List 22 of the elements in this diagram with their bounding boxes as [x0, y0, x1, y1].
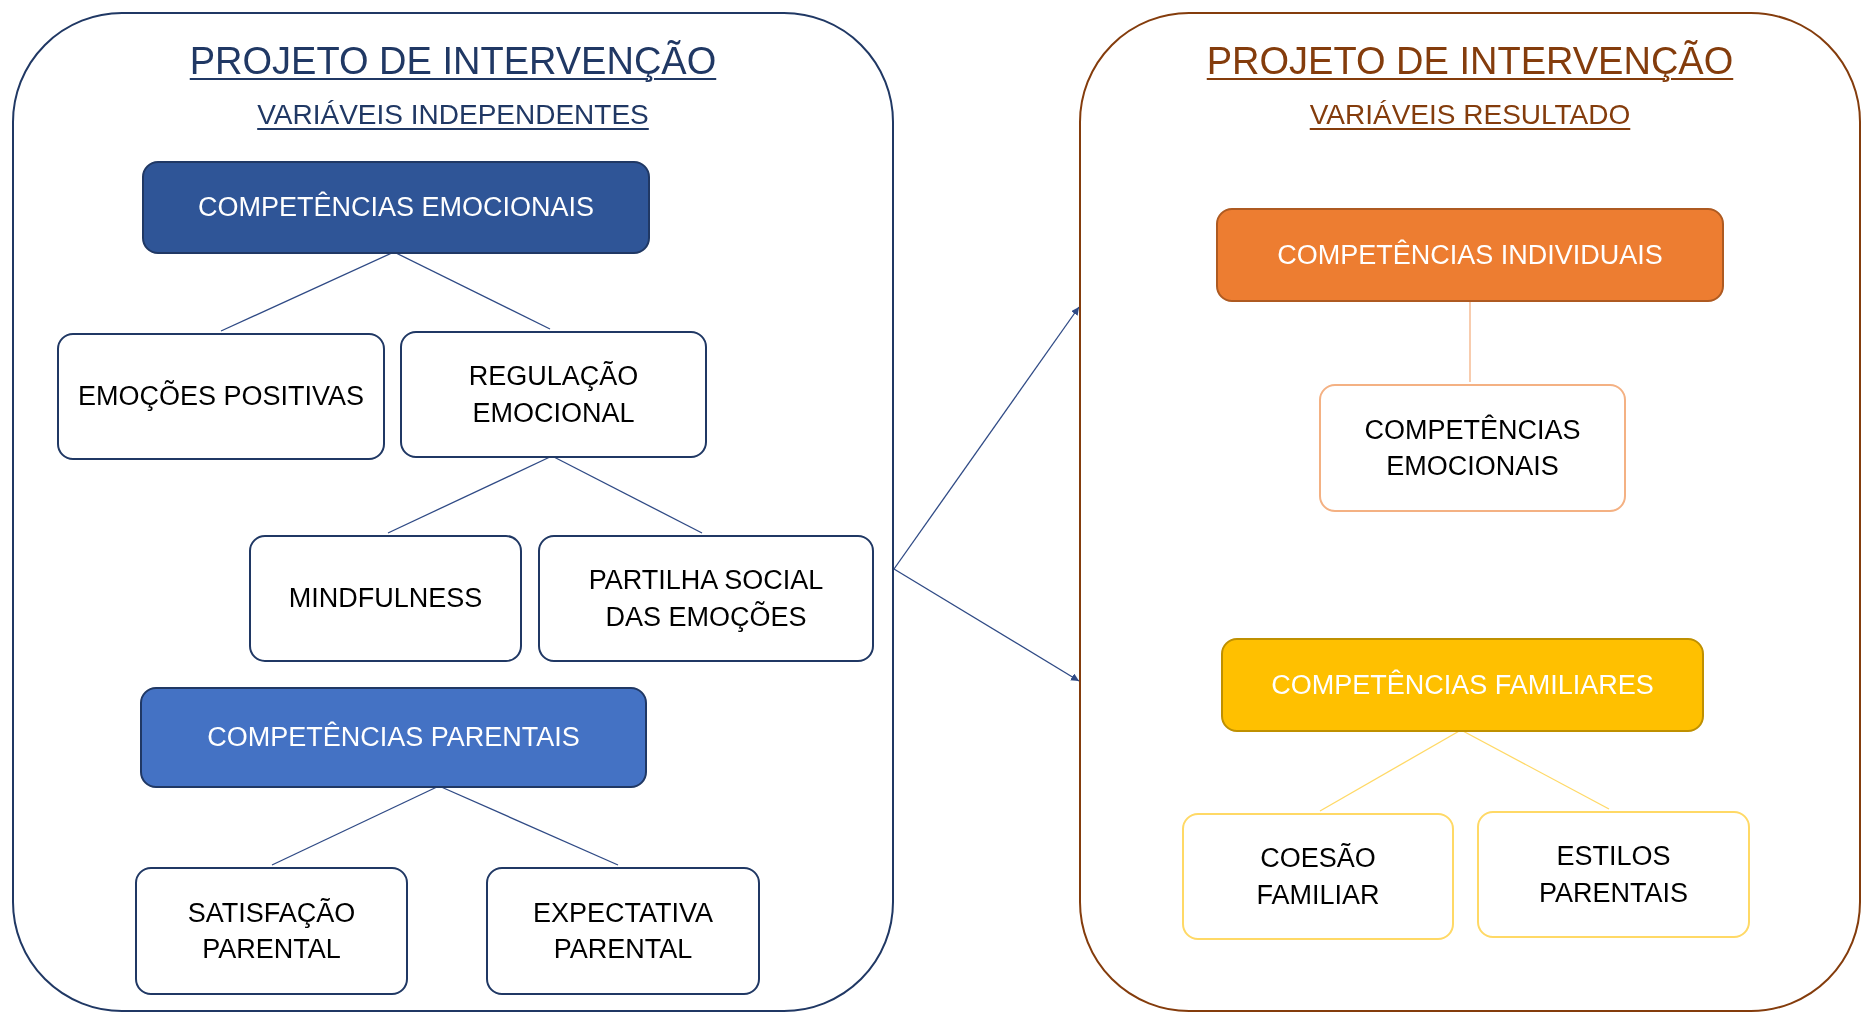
- arrow: [893, 306, 1080, 570]
- category-box: ESTILOS PARENTAIS: [1477, 811, 1750, 938]
- panel-subtitle: VARIÁVEIS RESULTADO: [1309, 99, 1631, 130]
- category-box: COMPETÊNCIAS FAMILIARES: [1221, 638, 1704, 732]
- connector-line: [1469, 299, 1471, 383]
- category-box: PARTILHA SOCIAL DAS EMOÇÕES: [538, 535, 874, 662]
- category-box: EXPECTATIVA PARENTAL: [486, 867, 760, 995]
- group-panel: [12, 12, 894, 1012]
- category-box: COMPETÊNCIAS PARENTAIS: [140, 687, 647, 788]
- arrow: [893, 568, 1080, 682]
- category-box: SATISFAÇÃO PARENTAL: [135, 867, 408, 995]
- panel-title: PROJETO DE INTERVENÇÃO: [189, 40, 717, 82]
- group-panel: [1079, 12, 1861, 1012]
- category-box: MINDFULNESS: [249, 535, 522, 662]
- panel-title: PROJETO DE INTERVENÇÃO: [1206, 40, 1734, 82]
- panel-subtitle: VARIÁVEIS INDEPENDENTES: [257, 99, 649, 130]
- category-box: COMPETÊNCIAS EMOCIONAIS: [142, 161, 650, 254]
- category-box: COMPETÊNCIAS EMOCIONAIS: [1319, 384, 1626, 512]
- category-box: EMOÇÕES POSITIVAS: [57, 333, 385, 460]
- category-box: REGULAÇÃO EMOCIONAL: [400, 331, 707, 458]
- category-box: COMPETÊNCIAS INDIVIDUAIS: [1216, 208, 1724, 302]
- category-box: COESÃO FAMILIAR: [1182, 813, 1454, 940]
